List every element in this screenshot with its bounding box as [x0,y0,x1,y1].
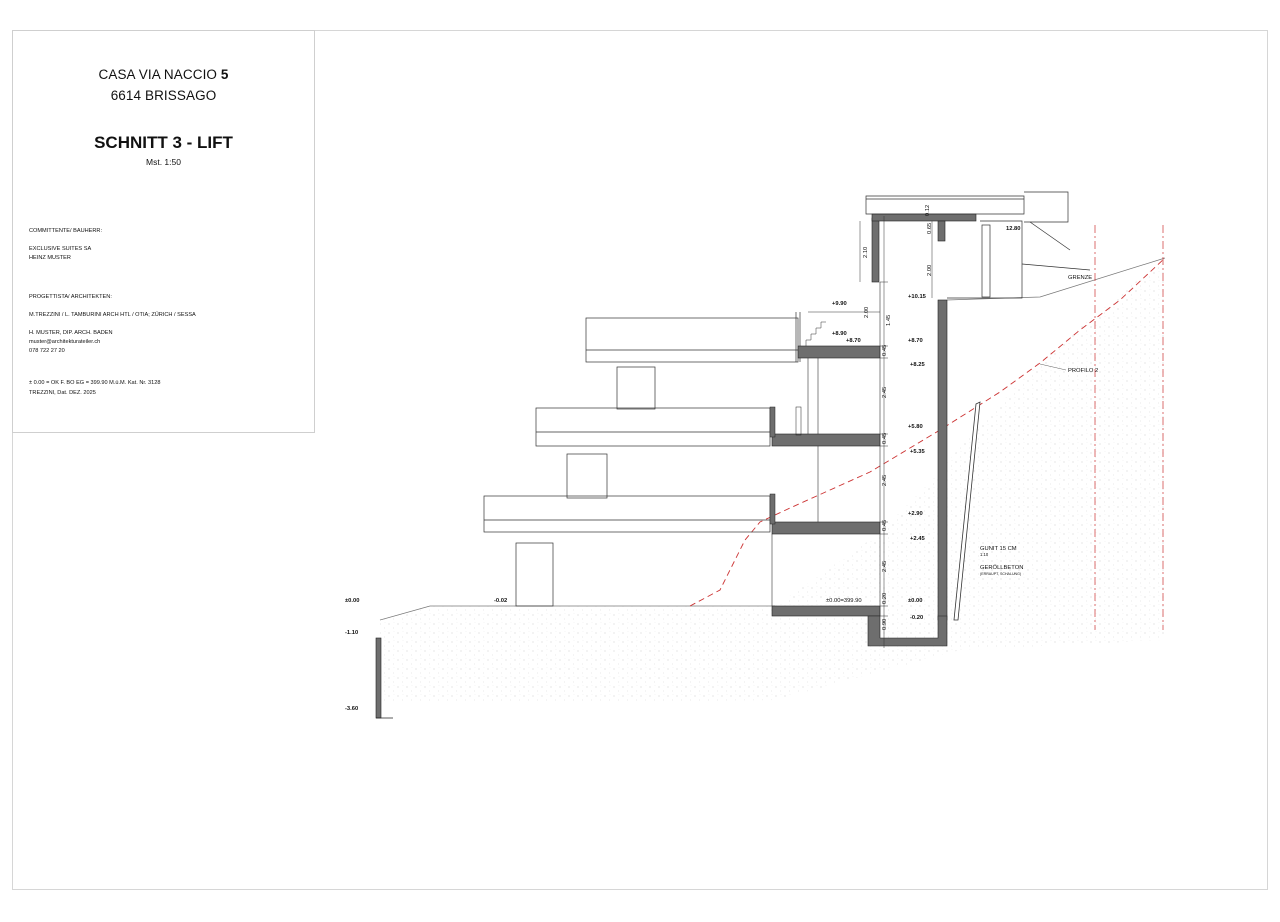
dim-2-45-c: 2.45 [882,561,888,572]
level-ground-left: ±0.00 [345,598,359,604]
level-5-35: +5.35 [910,449,925,455]
project-address-line: CASA VIA NACCIO 5 [13,67,314,82]
sheet-title: SCHNITT 3 - LIFT [94,133,233,152]
level-roof-top: 12.80 [1006,226,1021,232]
level-8-70-left: +8.70 [846,338,861,344]
dim-0-90: 0.90 [882,619,888,630]
project-city: 6614 BRISSAGO [110,88,217,103]
drawing-scale: Mst. 1:50 [146,157,181,167]
dim-2-45-a: 2.45 [882,387,888,398]
dim-0-45-a: 0.45 [882,345,888,356]
interior-lines [771,311,880,606]
dim-0-45-b: 0.45 [882,433,888,444]
leader-profilo [1039,363,1067,371]
terrain-line-lower [379,605,775,621]
client-line-2: HEINZ MUSTER [29,255,71,261]
building-lower-floor [483,495,771,607]
level-5-80: +5.80 [908,424,923,430]
dim-2-00-mid: 2.00 [864,307,870,318]
level-8-70-right: +8.70 [908,338,923,344]
architect-heading: PROGETTISTA/ ARCHITEKTEN: [29,294,112,300]
level-2-45: +2.45 [910,536,925,542]
original-terrain-line [689,257,1166,607]
reference-level-note: ± 0.00 = OK F. BO EG = 399.90 M.ü.M. Kat… [29,380,161,386]
dim-0-12: 0.12 [925,205,931,216]
level-2-90: +2.90 [908,511,923,517]
dim-0-20: 0.20 [882,593,888,604]
dim-0-65: 0.65 [927,223,933,234]
roof-structure [865,191,1091,299]
slab-level-2-90 [771,521,881,535]
level-8-90: +8.90 [832,331,847,337]
level-8-25: +8.25 [910,362,925,368]
label-profilo: PROFILO 2 [1068,368,1098,374]
architect-line-2: H. MUSTER, DIP. ARCH. BADEN [29,330,113,336]
label-gunit: GUNIT 15 CM [980,546,1017,552]
parapet-lower [769,493,776,525]
building-middle-floor [535,407,771,499]
gunit-wall [953,401,981,621]
level-pit-top: ±0.00 [908,598,922,604]
dim-2-45-b: 2.45 [882,475,888,486]
label-grenze: GRENZE [1068,275,1092,281]
parapet-middle [769,406,776,438]
client-line-1: EXCLUSIVE SUITES SA [29,246,92,252]
client-heading: COMMITTENTE/ BAUHERR: [29,228,103,234]
dimension-chain [859,216,933,648]
slab-level-5-80 [771,433,881,447]
slab-level-0-00 [771,605,881,617]
lift-pit [867,615,948,647]
level-9-90: +9.90 [832,301,847,307]
lift-shaft-wall-left-top [871,217,880,283]
architect-email: muster@architekturateiler.ch [29,339,101,345]
lift-shaft-wall-right [937,299,948,621]
level-minus-0-02: -0.02 [494,598,507,604]
level-base-reference: ±0.00=399.90 [826,598,862,604]
dim-2-00-top: 2.00 [927,265,933,276]
title-block: CASA VIA NACCIO 5 6614 BRISSAGO SCHNITT … [12,30,315,433]
terrain-line-upper [946,257,1166,301]
parapet-middle-right [795,406,802,436]
drawing-sheet-frame [12,30,1268,890]
project-house-number: 5 [220,67,229,82]
building-upper-floor [585,312,801,410]
retaining-wall-left [375,637,382,719]
lift-roof-slab [871,213,977,222]
level-minus-0-20: -0.20 [910,615,923,621]
label-geroellbeton: GERÖLLBETON [980,564,1023,571]
author-date: TREZZINI, Dat. DEZ. 2025 [29,390,96,396]
architect-phone: 078 722 27 20 [29,348,65,354]
project-street: CASA VIA NACCIO [98,67,221,82]
lift-shaft-upper-wall [937,220,946,242]
label-geroellbeton-note: (ERRAUPT, SCHALUNG) [980,572,1021,576]
level-minus-1-10: -1.10 [345,630,358,636]
dim-1-45: 1.45 [886,315,892,326]
level-minus-3-60: -3.60 [345,706,358,712]
terrain-soil-front [380,606,775,702]
stair-upper [805,321,826,346]
dim-0-45-c: 0.45 [882,520,888,531]
dim-2-10: 2.10 [863,247,869,258]
architect-line-1: M.TREZZINI / L. TAMBURINI ARCH HTL / OTI… [29,312,196,318]
slab-level-8-70 [797,345,881,359]
label-gunit-scale: 1:10 [980,552,989,557]
level-10-15: +10.15 [908,294,927,300]
